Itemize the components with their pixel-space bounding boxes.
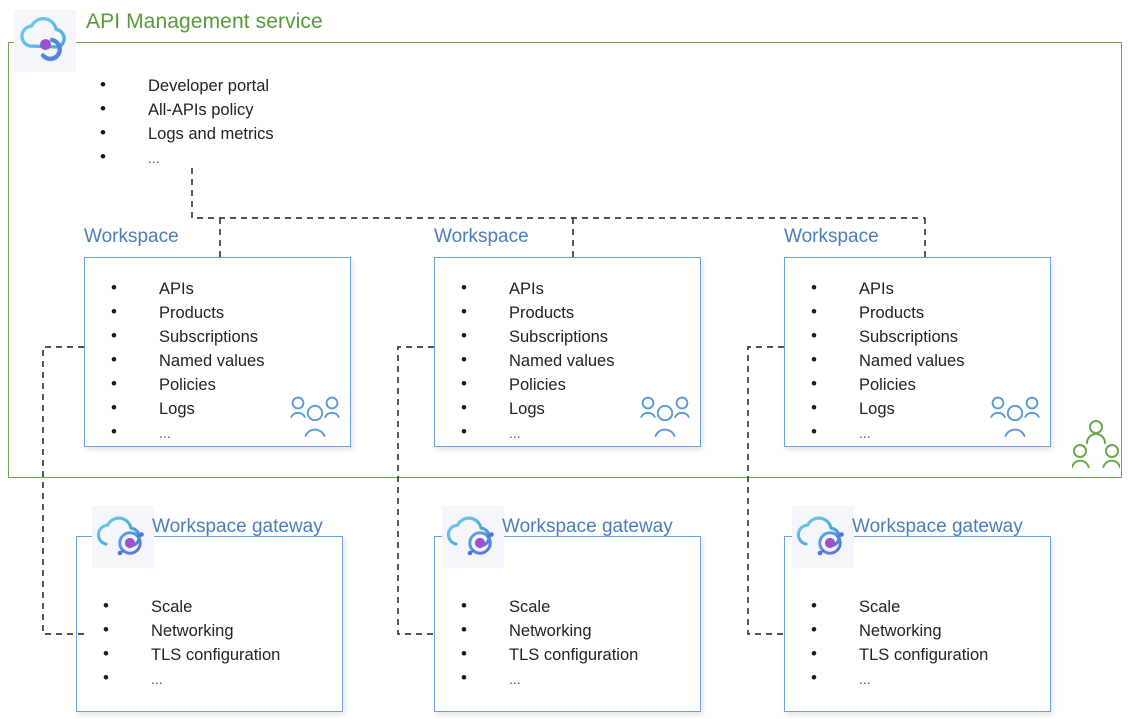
workspace-bullet: Policies	[811, 372, 964, 397]
gateway-bullet: ...	[103, 666, 280, 691]
workspace-bullet: Products	[811, 300, 964, 325]
gateway-bullet: Scale	[103, 594, 280, 619]
gateway-box-2[interactable]: Scale Networking TLS configuration ...	[434, 536, 701, 712]
workspace-bullet: Subscriptions	[811, 324, 964, 349]
workspace-bullet: Logs	[811, 396, 964, 421]
workspace-bullet: Subscriptions	[461, 324, 614, 349]
workspace-label-2: Workspace	[434, 226, 529, 247]
gateway-bullet: Scale	[811, 594, 988, 619]
gateway-bullet: Networking	[103, 618, 280, 643]
workspace-bullet: ...	[111, 420, 264, 445]
service-bullet: Logs and metrics	[100, 121, 274, 146]
gateway-bullet: ...	[461, 666, 638, 691]
service-bullet: ...	[100, 145, 274, 170]
gateway-bullet: Networking	[461, 618, 638, 643]
gateway-bullet-list-3: Scale Networking TLS configuration ...	[811, 594, 988, 691]
gateway-bullet-list-2: Scale Networking TLS configuration ...	[461, 594, 638, 691]
gateway-cloud-icon-1	[92, 506, 154, 568]
people-group-icon-blue	[289, 395, 341, 441]
gateway-cloud-icon-3	[792, 506, 854, 568]
apim-cloud-icon	[14, 10, 76, 72]
workspace-bullet: Named values	[461, 348, 614, 373]
workspace-bullet: Policies	[111, 372, 264, 397]
gateway-bullet: TLS configuration	[811, 642, 988, 667]
api-management-service-container	[8, 42, 1122, 478]
gateway-bullet: TLS configuration	[103, 642, 280, 667]
workspace-box-1[interactable]: APIs Products Subscriptions Named values…	[84, 257, 351, 447]
people-group-icon-blue	[639, 395, 691, 441]
workspace-bullet-list-3: APIs Products Subscriptions Named values…	[811, 276, 964, 445]
workspace-bullet: APIs	[811, 276, 964, 301]
workspace-bullet: Subscriptions	[111, 324, 264, 349]
workspace-bullet: Products	[461, 300, 614, 325]
workspace-bullet-list-2: APIs Products Subscriptions Named values…	[461, 276, 614, 445]
workspace-bullet: APIs	[111, 276, 264, 301]
workspace-label-3: Workspace	[784, 226, 879, 247]
gateway-label-3: Workspace gateway	[852, 516, 1023, 537]
workspace-bullet: ...	[461, 420, 614, 445]
gateway-label-1: Workspace gateway	[152, 516, 323, 537]
workspace-bullet: Named values	[811, 348, 964, 373]
workspace-label-1: Workspace	[84, 226, 179, 247]
workspace-bullet: Logs	[461, 396, 614, 421]
people-group-icon-green	[1071, 418, 1121, 470]
service-title: API Management service	[86, 10, 323, 33]
gateway-bullet: Networking	[811, 618, 988, 643]
workspace-box-3[interactable]: APIs Products Subscriptions Named values…	[784, 257, 1051, 447]
gateway-label-2: Workspace gateway	[502, 516, 673, 537]
service-bullet: All-APIs policy	[100, 97, 274, 122]
gateway-bullet: Scale	[461, 594, 638, 619]
workspace-bullet: ...	[811, 420, 964, 445]
gateway-cloud-icon-2	[442, 506, 504, 568]
people-group-icon-blue	[989, 395, 1041, 441]
service-bullet-list: Developer portal All-APIs policy Logs an…	[100, 73, 274, 170]
workspace-bullet-list-1: APIs Products Subscriptions Named values…	[111, 276, 264, 445]
workspace-box-2[interactable]: APIs Products Subscriptions Named values…	[434, 257, 701, 447]
gateway-bullet-list-1: Scale Networking TLS configuration ...	[103, 594, 280, 691]
workspace-bullet: Policies	[461, 372, 614, 397]
gateway-bullet: ...	[811, 666, 988, 691]
workspace-bullet: APIs	[461, 276, 614, 301]
workspace-bullet: Logs	[111, 396, 264, 421]
service-bullet: Developer portal	[100, 73, 274, 98]
workspace-bullet: Named values	[111, 348, 264, 373]
gateway-bullet: TLS configuration	[461, 642, 638, 667]
workspace-bullet: Products	[111, 300, 264, 325]
